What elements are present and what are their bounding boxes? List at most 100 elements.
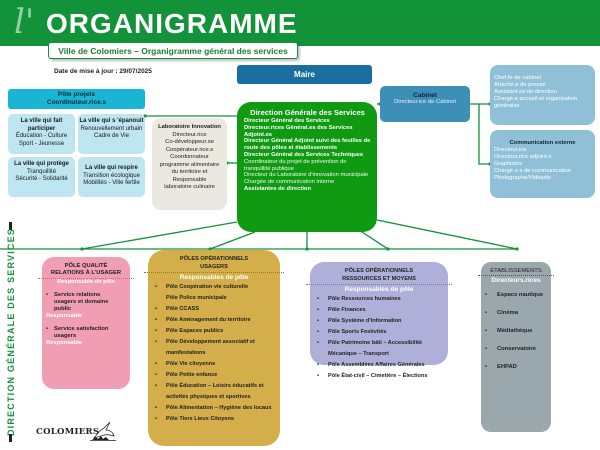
- pole-ressources-item-label: Pôle Sports Festivités: [328, 329, 387, 335]
- etablissement-item-label: Espace nautique: [497, 292, 544, 298]
- connector-dgs-grey: [376, 219, 518, 250]
- etablissements-responsable: Directeurs.rices: [491, 277, 541, 284]
- side-label-bar-bottom: [9, 434, 12, 442]
- etablissement-item-label: Médiathèque: [497, 328, 533, 334]
- header-banner: [0, 0, 600, 46]
- connector-dgs-gold: [209, 231, 256, 250]
- pole-usagers-item: • Pôle Aménagement du territoire: [148, 315, 280, 326]
- etablissement-item-label: Cinéma: [497, 310, 518, 316]
- labo-line: du territoire et: [171, 169, 208, 175]
- bullet-icon: •: [317, 318, 319, 324]
- service-name: Service satisfaction usagers: [54, 326, 109, 339]
- dgs-line: Chargée de communication interne: [244, 179, 335, 186]
- service-role: Responsable: [46, 340, 83, 346]
- pole-ressources-item: •Pôle État-civil – Cimetière – Élections: [310, 371, 448, 382]
- communication-line: Graphistes: [494, 161, 523, 167]
- dgs-line: Directeur.rices Général.es des Services …: [244, 124, 353, 138]
- pole-ressources-item: •Pôle Sports Festivités: [310, 327, 448, 338]
- ville-line: Tranquillité: [26, 168, 57, 175]
- bullet-icon: •: [155, 317, 157, 323]
- poles-ressources-responsable: Responsables de pôle: [306, 284, 452, 294]
- ville-line: Sport - Jeunesse: [18, 140, 65, 147]
- bullet-icon: •: [155, 405, 157, 411]
- pole-qualite-title: PÔLE QUALITÉ RELATIONS À L'USAGER: [50, 263, 122, 276]
- pole-ressources-item: •Pôle Patrimoine bâti – Accessibilité Mé…: [310, 338, 448, 360]
- service-name: Service relations usagers et domaine pub…: [54, 292, 109, 312]
- cabinet-box: Cabinet Directeur.ice de Cabinet: [380, 86, 470, 122]
- ville-line: Éducation - Culture: [15, 133, 68, 139]
- pole-usagers-item-label: Pôle Vie citoyenne: [166, 361, 216, 367]
- ville-card: La ville qui s 'épanouit Renouvellement …: [78, 114, 145, 154]
- labo-line: Responsable: [172, 176, 207, 183]
- connector-dot: [305, 247, 309, 251]
- pole-usagers-item: • Pôle CCASS: [148, 304, 280, 315]
- pole-ressources-item: •Pôle Assemblées Affaires Générales: [310, 360, 448, 371]
- ville-line: Mobilités - Ville fertile: [83, 180, 140, 186]
- communication-line: Photographe/Vidéaste: [494, 175, 552, 181]
- side-label: DIRECTION GÉNÉRALE DES SERVICES: [4, 222, 18, 442]
- bullet-icon: •: [485, 346, 488, 352]
- communication-line: Directeur.ice: [494, 147, 527, 153]
- pole-usagers-item-label: Pôle CCASS: [166, 306, 199, 312]
- cabinet-title: Cabinet: [413, 92, 437, 99]
- pole-usagers-item-label: Pôle Éducation – Loisirs éducatifs et ac…: [166, 383, 264, 400]
- logo-letter: l': [14, 2, 35, 42]
- ville-card: La ville qui protège Tranquillité Sécuri…: [8, 157, 75, 197]
- ville-line: Cadre de Vie: [94, 133, 129, 139]
- etablissement-item: • Cinéma: [481, 310, 551, 317]
- connector-dgs-left: [81, 221, 238, 250]
- dgs-line: Directeur Général des Services: [244, 118, 330, 124]
- pole-usagers-item-label: Pôle Aménagement du territoire: [166, 317, 251, 323]
- pole-qualite-responsable: Responsable de pôle: [38, 278, 134, 286]
- pole-usagers-item-label: Pôle Espaces publics: [166, 328, 224, 334]
- bullet-icon: •: [46, 292, 49, 298]
- labo-line: Coordonnateur: [170, 154, 209, 160]
- bullet-icon: •: [317, 373, 319, 379]
- maire-box: Maire: [237, 65, 372, 84]
- etablissement-item-label: EHPAD: [497, 364, 517, 370]
- pole-usagers-item: •Pôle Espaces publics: [148, 326, 280, 337]
- connector-dot: [80, 247, 84, 251]
- etablissement-item: • Médiathèque: [481, 328, 551, 335]
- poles-usagers-box: PÔLES OPÉRATIONNELS USAGERS Responsables…: [144, 250, 284, 446]
- pole-qualite-box: PÔLE QUALITÉ RELATIONS À L'USAGER Respon…: [38, 257, 134, 389]
- pole-usagers-item-label: Pôle Police municipale: [166, 295, 227, 301]
- bullet-icon: •: [485, 328, 488, 334]
- poles-usagers-responsable: Responsables de pôle: [144, 272, 284, 282]
- etablissement-item: •EHPAD: [481, 364, 551, 371]
- ville-title: La ville qui protège: [14, 161, 69, 167]
- side-label-text: DIRECTION GÉNÉRALE DES SERVICES: [6, 227, 16, 437]
- poles-ressources-list: •Pôle Ressources humaines•Pôle Finances•…: [310, 294, 448, 382]
- pole-usagers-item-label: Pôle Développement associatif et manifes…: [166, 339, 255, 356]
- bullet-icon: •: [155, 372, 157, 378]
- dgs-box: Direction Générale des Services Directeu…: [237, 102, 377, 232]
- pole-usagers-item: • Pôle Alimentation – Hygiène des locaux: [148, 403, 280, 414]
- pole-usagers-item-label: Pôle Alimentation – Hygiène des locaux: [166, 405, 272, 411]
- bullet-icon: •: [155, 284, 157, 290]
- dgs-title: Direction Générale des Services: [250, 108, 365, 117]
- dgs-line: Directeur Général des Services Technique…: [244, 151, 364, 158]
- communication-title: Communication externe: [509, 140, 576, 146]
- pole-usagers-item-label: Pôle Coopération vie culturelle: [166, 284, 249, 290]
- pole-ressources-item: •Pôle Système d'Information: [310, 316, 448, 327]
- connector-dgs-purple: [361, 231, 389, 250]
- pole-usagers-item: • Pôle Coopération vie culturelle: [148, 282, 280, 293]
- pole-projets-role: Coordinateur.rice.s: [46, 99, 107, 106]
- labo-line: Co-développeur.se: [165, 139, 214, 145]
- bullet-icon: •: [485, 310, 488, 316]
- bullet-icon: •: [155, 306, 157, 312]
- pole-usagers-item-label: Pôle Tiers Lieux Citoyens: [166, 416, 234, 422]
- colomiers-logo-text: COLOMIERS: [36, 427, 100, 437]
- cabinet-staff-line: Chargé.e accueil et organisation général…: [494, 96, 578, 109]
- etablissements-box: ÉTABLISSEMENTS Directeurs.rices •Espace …: [478, 262, 554, 432]
- connector-dot: [386, 247, 390, 251]
- dgs-line: Assistantes de direction: [244, 185, 312, 192]
- pole-usagers-item: • Pôle Développement associatif et manife…: [148, 337, 280, 359]
- bullet-icon: •: [155, 339, 157, 345]
- pole-qualite-list: • Service relations usagers et domaine pu…: [42, 292, 130, 347]
- labo-line: programme alimentaire: [159, 161, 220, 168]
